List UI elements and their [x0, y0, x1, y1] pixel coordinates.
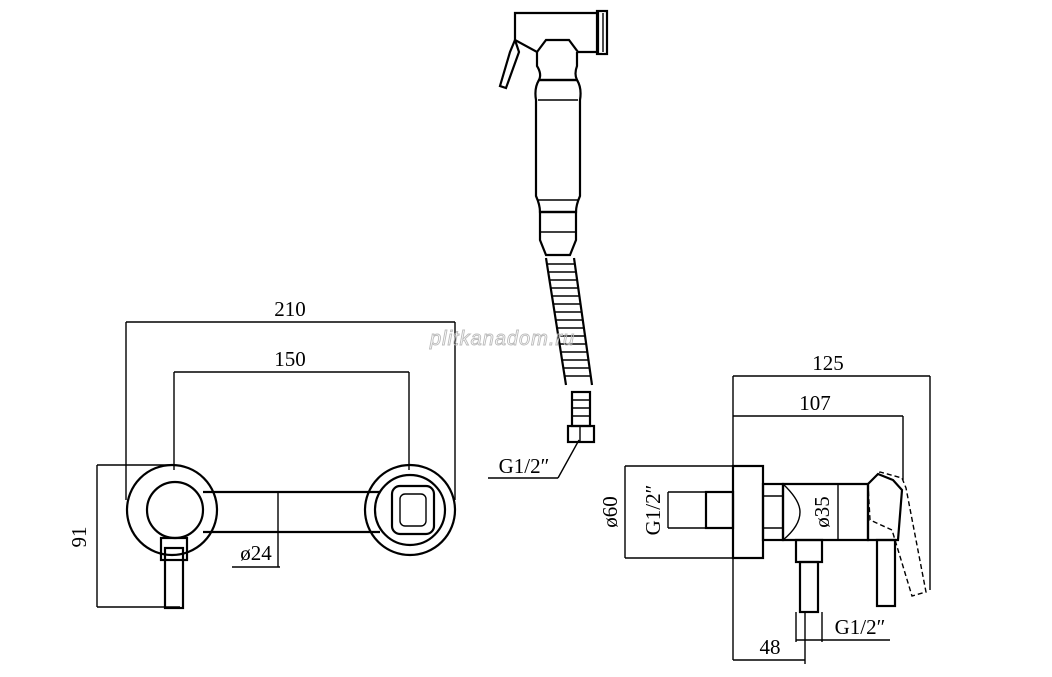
outlet-pipe: [798, 560, 820, 614]
side-lever-alt: [867, 471, 927, 597]
spray-nozzle: [595, 9, 609, 56]
side-lever: [875, 538, 897, 608]
holder-ring: [373, 473, 447, 547]
dim-thread-side: G1/2″: [641, 485, 665, 536]
hose-nut: [566, 424, 596, 444]
dim-overall-width: 210: [274, 297, 306, 321]
watermark: plitkanadom.ru: [429, 328, 575, 350]
dim-depth-body: 107: [799, 391, 831, 415]
dim-thread-bottom: G1/2″: [835, 615, 886, 639]
side-lever-head: [866, 472, 904, 542]
left-flange: [125, 463, 219, 557]
spray-trigger: [498, 36, 521, 90]
lever-handle: [163, 546, 185, 610]
hose-fitting: [570, 390, 592, 428]
dim-depth-total: 125: [812, 351, 844, 375]
side-view: 125 107 ø60 G1/2″ ø35: [598, 351, 931, 664]
hand-spray-view: G1/2″ plitkanadom.ru: [429, 9, 609, 479]
hose: [544, 257, 594, 386]
dim-height: 91: [67, 527, 91, 548]
holder-flange: [363, 463, 457, 557]
dim-flange-diameter: ø60: [598, 496, 622, 528]
dim-centers: 150: [274, 347, 306, 371]
dim-thread-top: G1/2″: [499, 454, 550, 478]
side-flange: [731, 464, 765, 560]
dim-pipe-diameter: ø24: [240, 541, 272, 565]
outlet-nut: [794, 538, 824, 564]
lever-base: [159, 536, 189, 562]
spray-head: [513, 11, 600, 54]
dim-outlet-offset: 48: [760, 635, 781, 659]
side-nut: [761, 482, 785, 542]
left-body: [145, 480, 205, 540]
front-view: 210 150 91 ø24: [67, 297, 457, 610]
holder-clip: [390, 484, 436, 536]
dim-body-diameter: ø35: [810, 496, 834, 528]
